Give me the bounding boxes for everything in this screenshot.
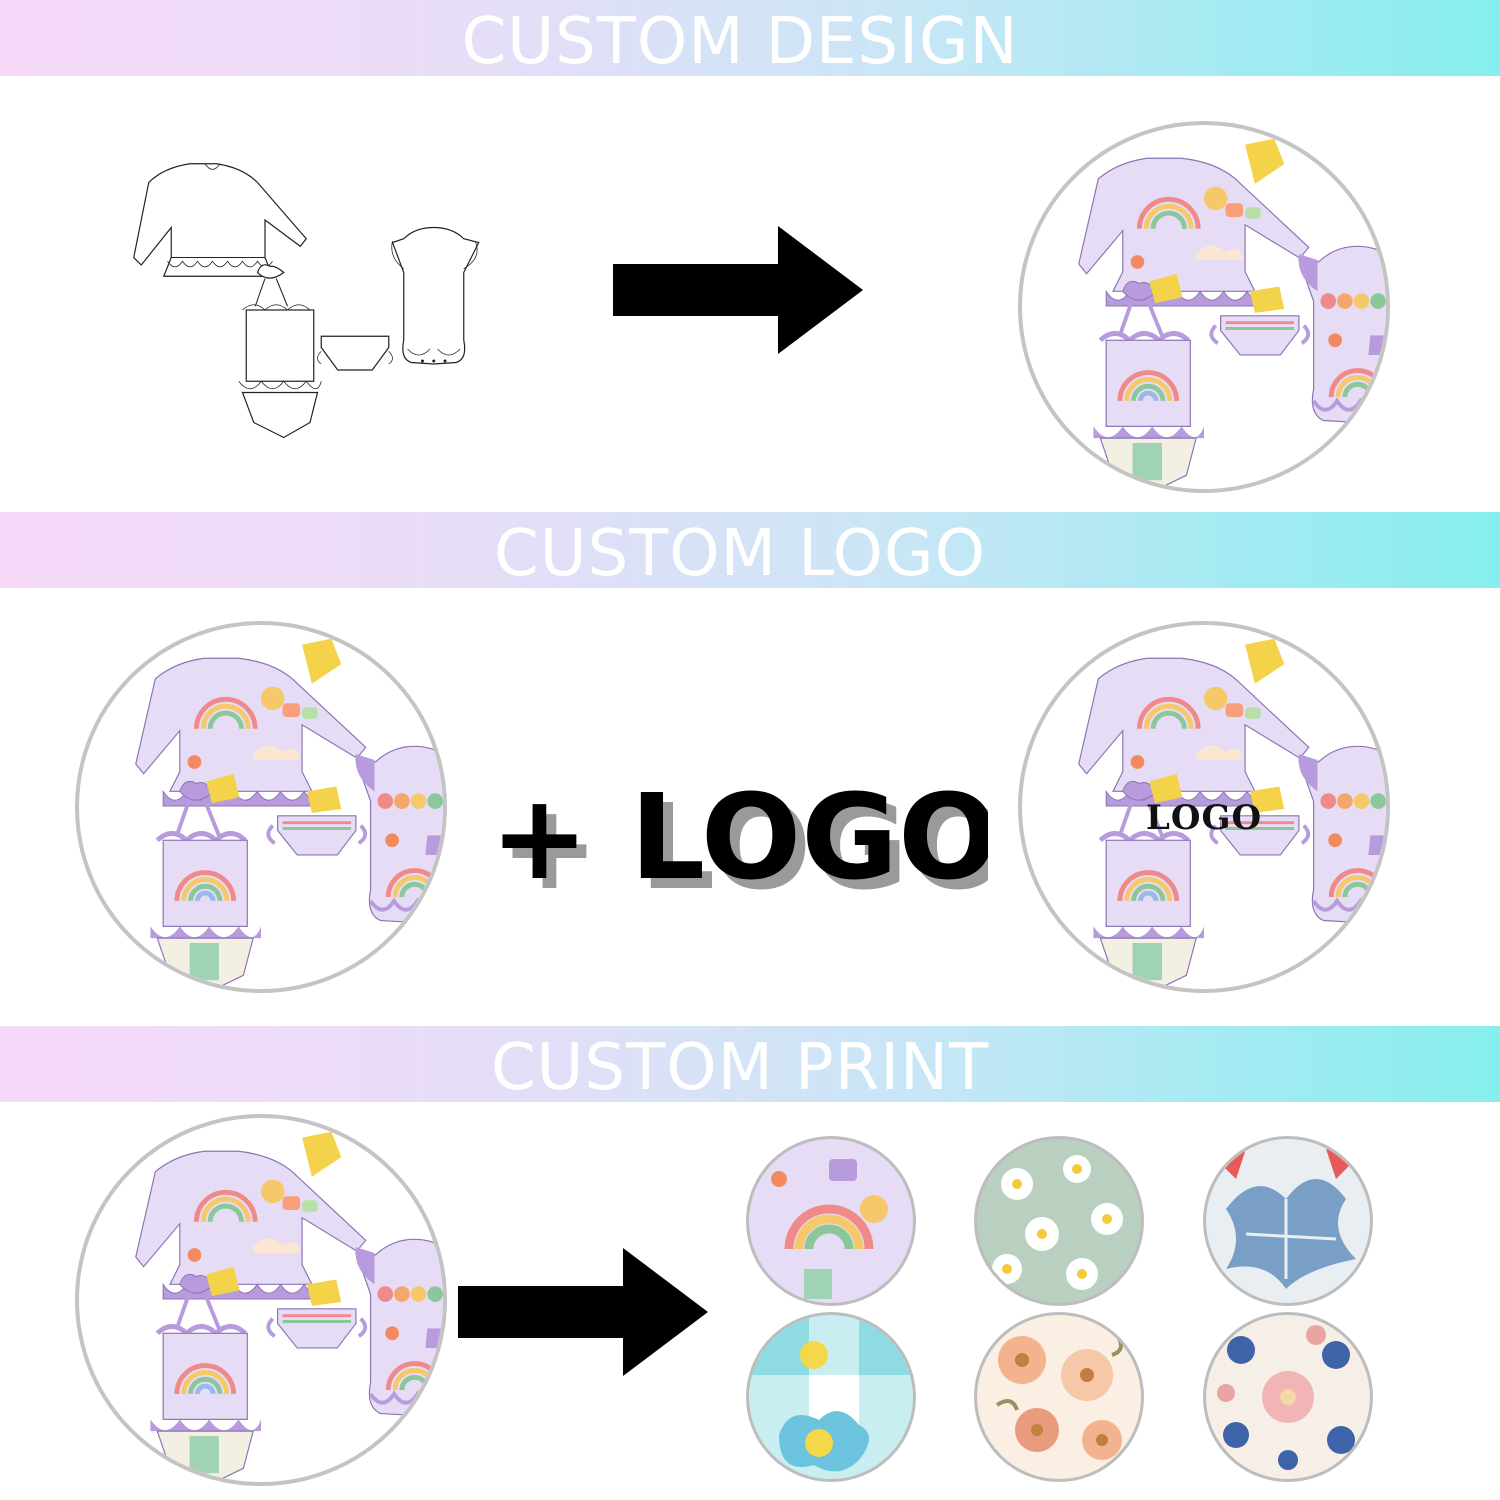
garment-set-circle-before-logo: [75, 621, 447, 993]
print-swatch-rainbow: [746, 1136, 916, 1306]
print-swatch-daisies: [974, 1136, 1144, 1306]
print-swatch-blue-hibiscus: [1203, 1136, 1373, 1306]
right-arrow-icon: [458, 1248, 710, 1376]
banner-custom-print: CUSTOM PRINT: [0, 1026, 1500, 1105]
lineart-garment-set: [130, 115, 490, 475]
print-swatch-smiley-checker: [746, 1312, 916, 1482]
section-title-logo: CUSTOM LOGO: [494, 517, 986, 591]
svg-text:+ LOGO: + LOGO: [490, 780, 988, 906]
print-swatch-peach-floral: [974, 1312, 1144, 1482]
garment-set-circle-print: [75, 1114, 447, 1486]
banner-custom-design: CUSTOM DESIGN: [0, 0, 1500, 79]
colored-design-circle: [1018, 121, 1390, 493]
section-title-design: CUSTOM DESIGN: [461, 5, 1019, 79]
garment-set-circle-with-logo: [1018, 621, 1390, 993]
banner-custom-logo: CUSTOM LOGO: [0, 512, 1500, 591]
svg-text:+ LOGO: + LOGO: [500, 780, 988, 910]
right-arrow-icon: [613, 226, 865, 354]
print-swatch-blue-pink-floral: [1203, 1312, 1373, 1482]
plus-logo-text: + LOGO + LOGO: [488, 780, 988, 910]
logo-overlay-text: LOGO: [1146, 798, 1263, 838]
section-title-print: CUSTOM PRINT: [490, 1031, 990, 1105]
